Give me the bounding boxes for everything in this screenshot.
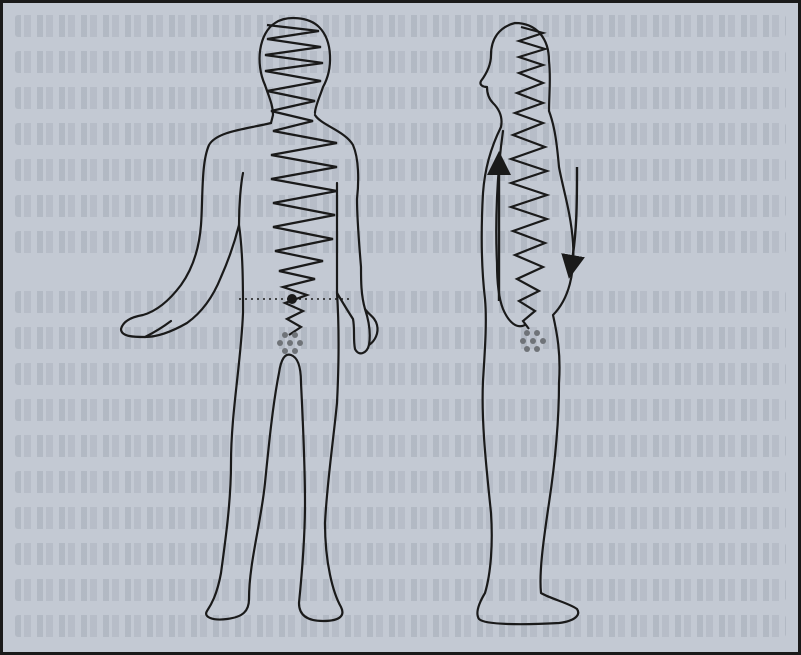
- side-spine-coil: [511, 27, 547, 329]
- side-figure: [477, 23, 578, 624]
- navel-dot: [287, 294, 297, 304]
- front-spine-coil: [265, 25, 337, 335]
- side-down-arrow: [571, 167, 577, 267]
- diagram-canvas: [3, 3, 801, 655]
- front-figure: [121, 18, 378, 621]
- side-body-outline: [477, 23, 578, 624]
- front-left-inner-arm: [239, 173, 243, 225]
- side-pelvic-dots: [520, 330, 546, 352]
